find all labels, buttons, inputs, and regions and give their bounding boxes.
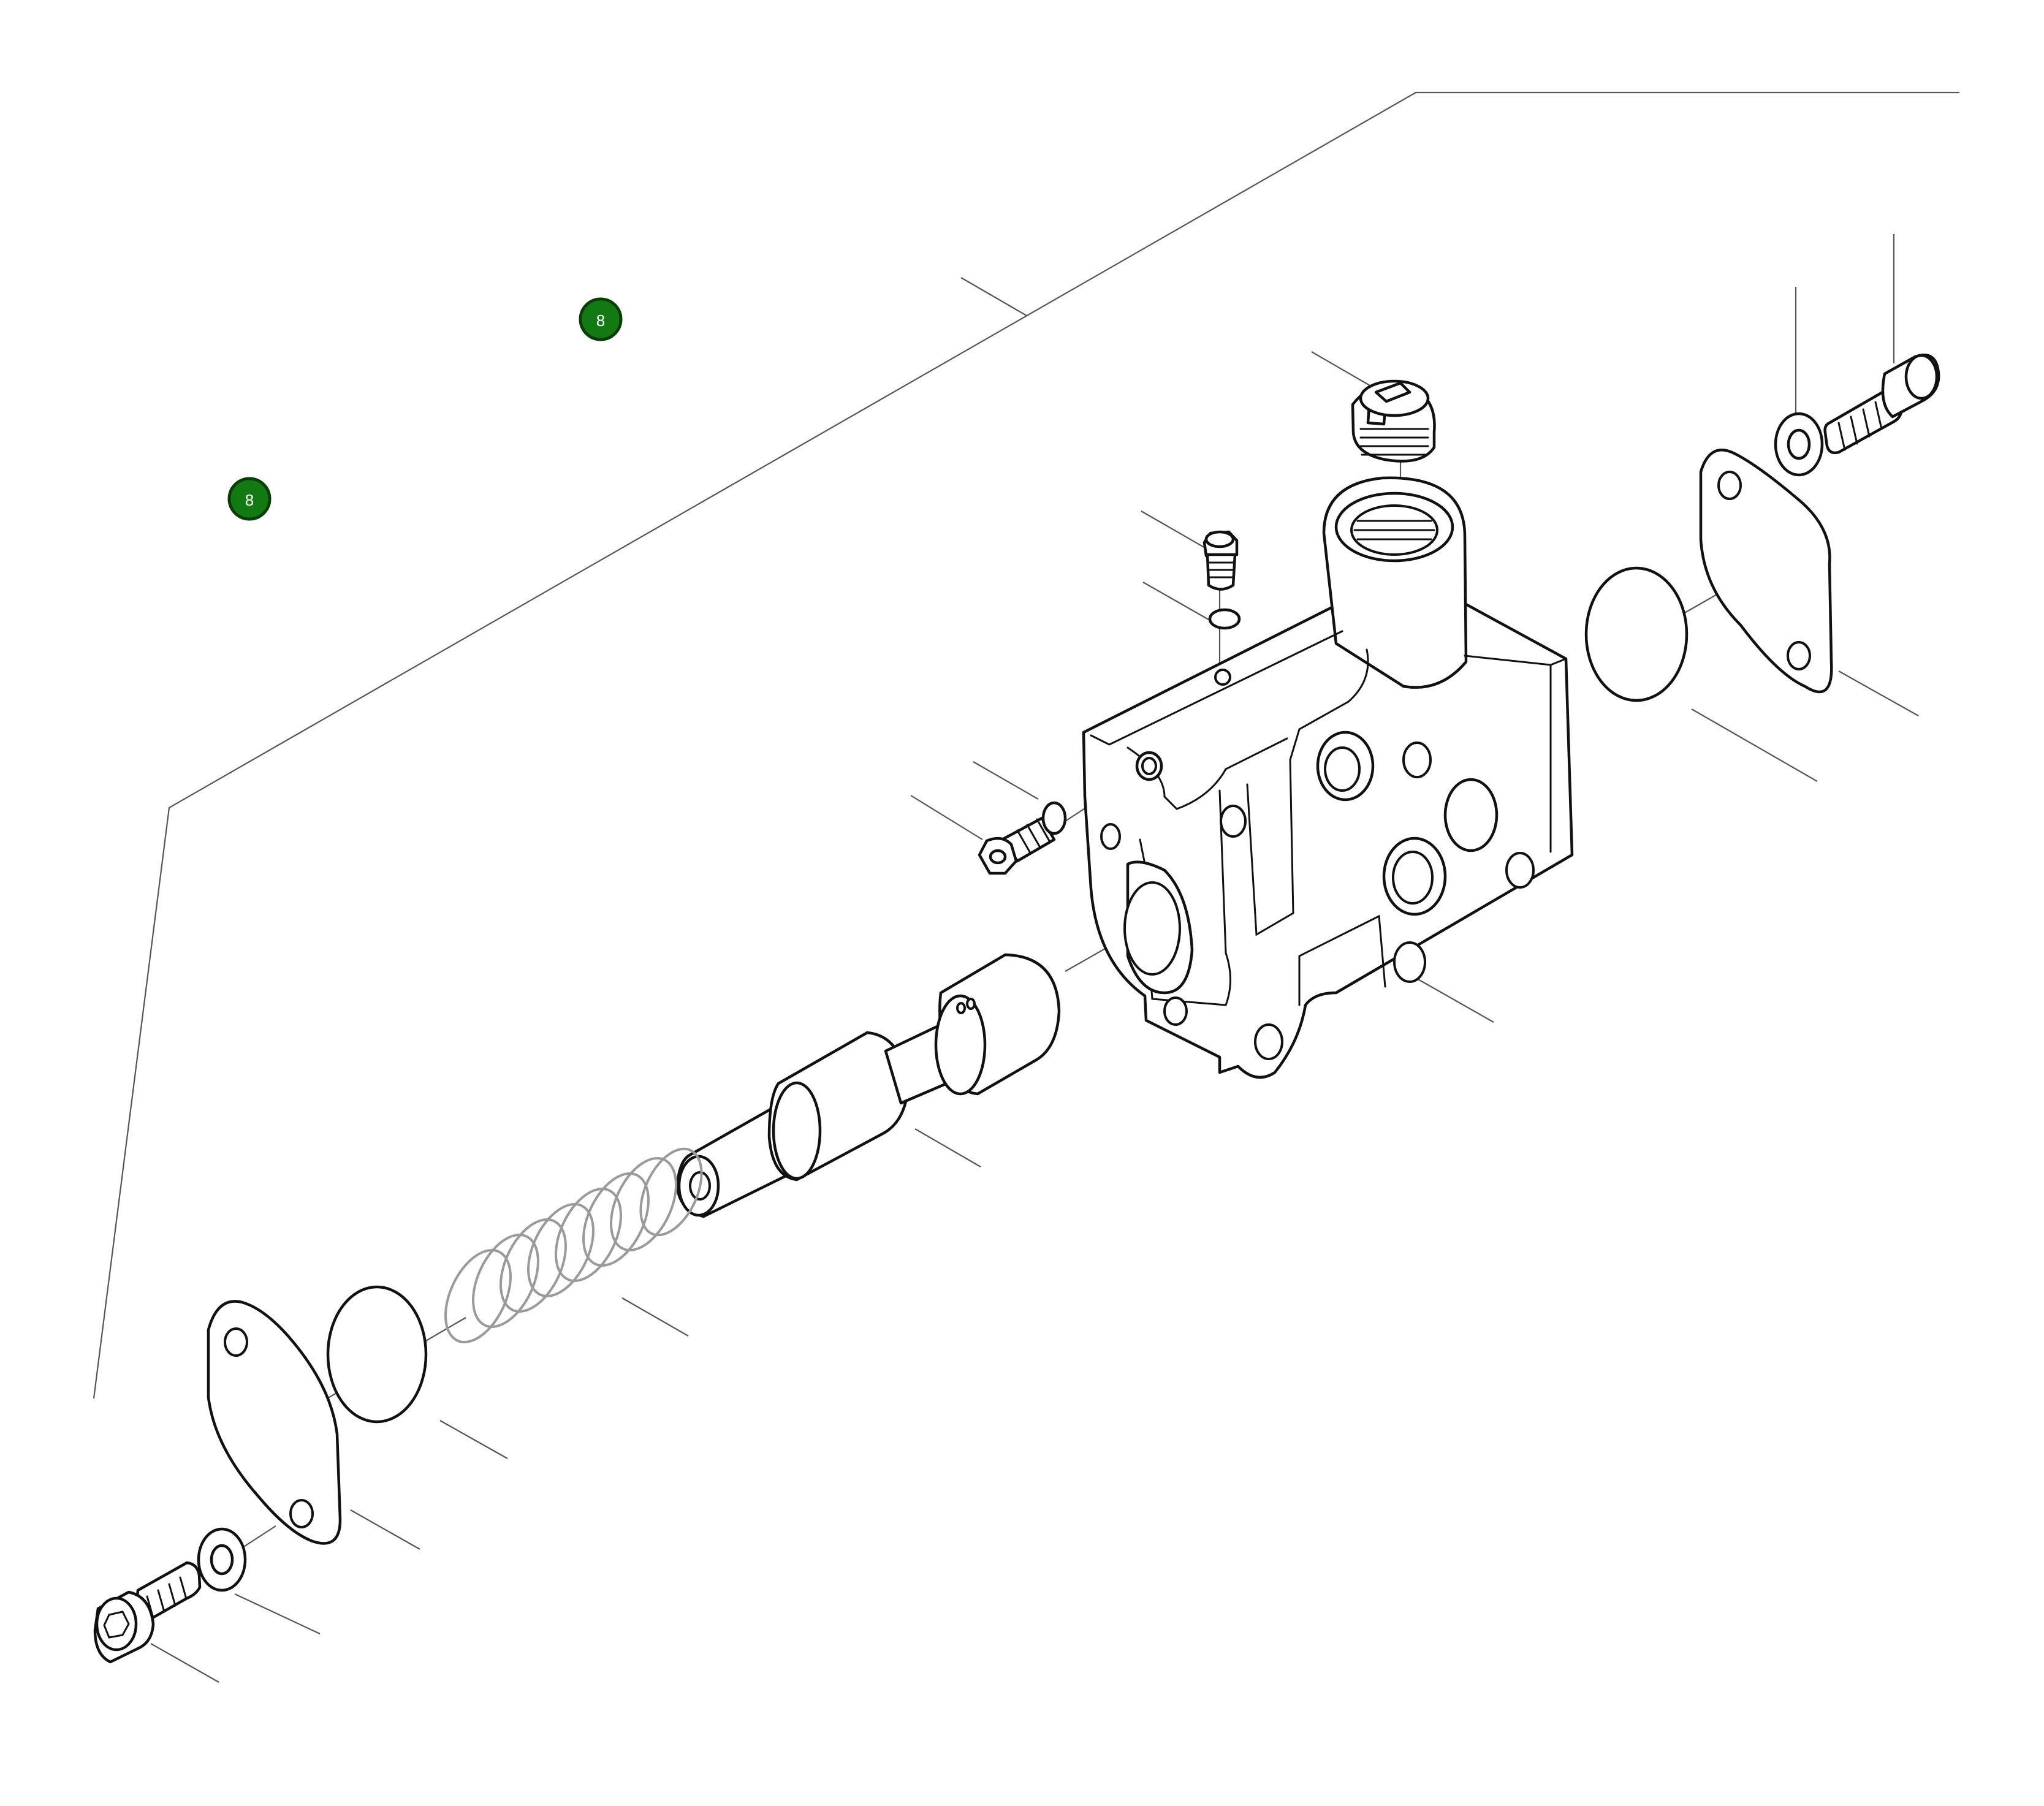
washer-left	[197, 1527, 247, 1592]
washer-right	[1774, 412, 1824, 477]
assembly-boundary	[93, 91, 1959, 1399]
valve-spool	[675, 953, 1061, 1218]
part-callout-label: 8	[245, 491, 254, 509]
valve-body	[1082, 476, 1574, 1079]
cover-plate-right	[1699, 449, 1833, 694]
cover-plate-left	[207, 1300, 342, 1545]
cap-screw-right	[1823, 353, 1940, 455]
o-ring-right	[1584, 566, 1689, 702]
hex-plug-side	[978, 816, 1056, 875]
o-ring-small-side	[1041, 801, 1067, 835]
part-callout-badge[interactable]: 8	[227, 477, 272, 521]
part-callout-label: 8	[596, 311, 605, 330]
cap-screw-left	[93, 1561, 202, 1664]
o-ring-left	[326, 1285, 428, 1424]
o-ring-small-upper	[1208, 608, 1241, 630]
compression-spring	[444, 1147, 703, 1343]
part-callout-badge[interactable]: 8	[579, 297, 623, 341]
slotted-plug-top	[1351, 379, 1436, 463]
hex-plug-upper	[1202, 530, 1239, 591]
